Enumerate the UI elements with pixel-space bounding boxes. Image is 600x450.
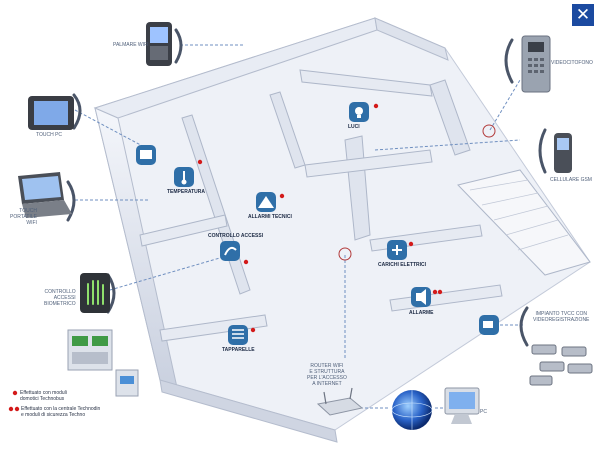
close-icon[interactable]: ✕ <box>572 4 594 26</box>
router-wall-icon <box>338 247 352 261</box>
palmare-label: PALMARE WIFI <box>113 42 149 48</box>
allarme-label: ALLARME <box>409 310 434 316</box>
videocitofono-icon <box>521 35 551 93</box>
staircase <box>457 169 591 276</box>
wall-inner-5 <box>304 149 433 178</box>
wall-outer-right <box>374 17 449 61</box>
touch-pc-label: TOUCH PC <box>36 132 63 138</box>
controllo-accessi-room-icon <box>220 241 240 261</box>
tapparelle-label: TAPPARELLE <box>222 347 255 353</box>
touch-pc-icon <box>28 96 74 130</box>
internet-globe-icon <box>391 390 433 430</box>
videocitofono-label: VIDEOCITOFONO <box>551 60 593 66</box>
tapparelle-room-icon <box>228 325 248 345</box>
palmare-device-icon <box>146 22 172 66</box>
touch-room-icon <box>136 145 156 165</box>
technodin-module-icon <box>67 329 139 397</box>
wall-inner-9 <box>429 79 471 156</box>
allarme-room-icon <box>411 287 431 307</box>
tvcc-cameras-icon <box>529 344 593 386</box>
biometric-reader-icon <box>80 273 110 313</box>
temperatura-label: TEMPERATURA <box>167 189 205 195</box>
wall-inner-7 <box>159 314 268 342</box>
controllo-accessi-label: CONTROLLO ACCESSI <box>208 233 264 239</box>
cellulare-label: CELLULARE GSM <box>550 177 592 183</box>
intercom-wall-icon <box>482 124 496 138</box>
carichi-room-icon <box>387 240 407 260</box>
wall-inner-6 <box>139 214 228 247</box>
wall-inner-3 <box>299 69 433 97</box>
router-icon <box>316 387 364 416</box>
tvcc-room-icon <box>479 315 499 335</box>
allarmi-tecnici-label: ALLARMI TECNICI <box>248 214 292 220</box>
allarmi-tecnici-room-icon <box>256 192 276 212</box>
pc-monitor-icon <box>444 387 480 424</box>
laptop-icon <box>18 172 72 218</box>
temperatura-room-icon <box>174 167 194 187</box>
luci-room-icon <box>349 102 369 122</box>
cellulare-icon <box>554 133 572 173</box>
pc-label: PC <box>480 409 487 415</box>
luci-label: LUCI <box>348 124 360 130</box>
wall-outer-bottom <box>159 379 338 443</box>
carichi-elettrici-label: CARICHI ELETTRICI <box>378 262 427 268</box>
